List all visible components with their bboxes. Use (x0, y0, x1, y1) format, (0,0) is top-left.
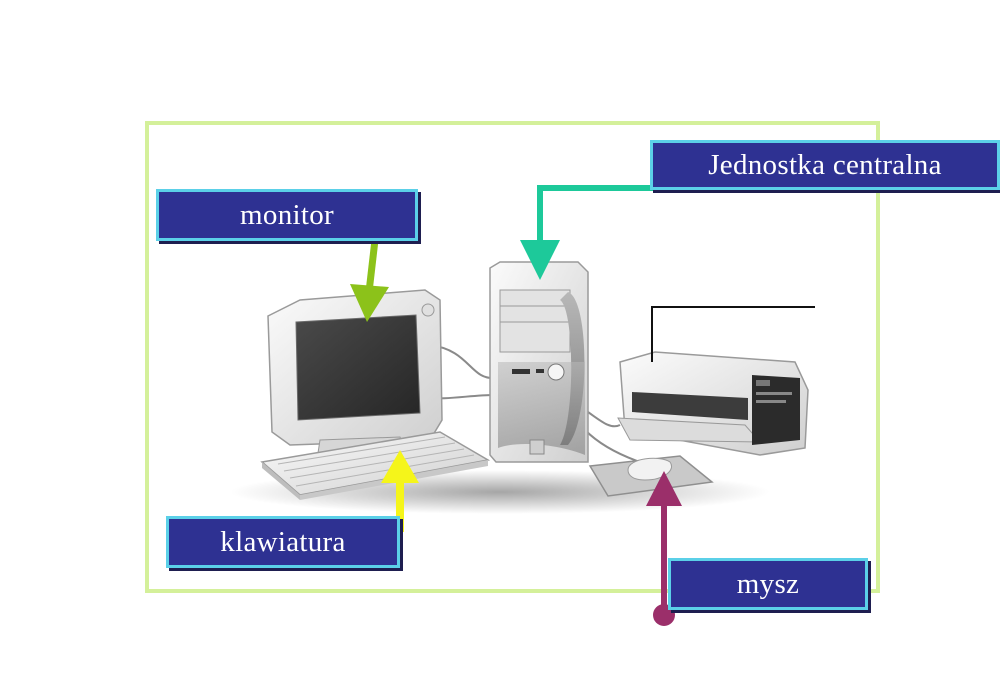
central-unit-label-text: Jednostka centralna (708, 148, 942, 181)
monitor-label-text: monitor (240, 198, 334, 231)
system-unit-device (489, 261, 589, 463)
central-unit-label: Jednostka centralna (650, 140, 1000, 190)
printer-pointer-line (651, 306, 815, 362)
monitor-arrow (350, 239, 389, 322)
mouse-device (588, 455, 714, 497)
monitor-device (267, 289, 443, 454)
keyboard-label-text: klawiatura (220, 525, 346, 558)
monitor-label: monitor (156, 189, 418, 241)
keyboard-label: klawiatura (166, 516, 400, 568)
system-unit-arrow (520, 185, 655, 280)
keyboard-arrow (381, 450, 419, 532)
mouse-label: mysz (668, 558, 868, 610)
printer-device (617, 351, 809, 456)
mouse-label-text: mysz (736, 567, 800, 600)
frame-border (145, 121, 880, 593)
